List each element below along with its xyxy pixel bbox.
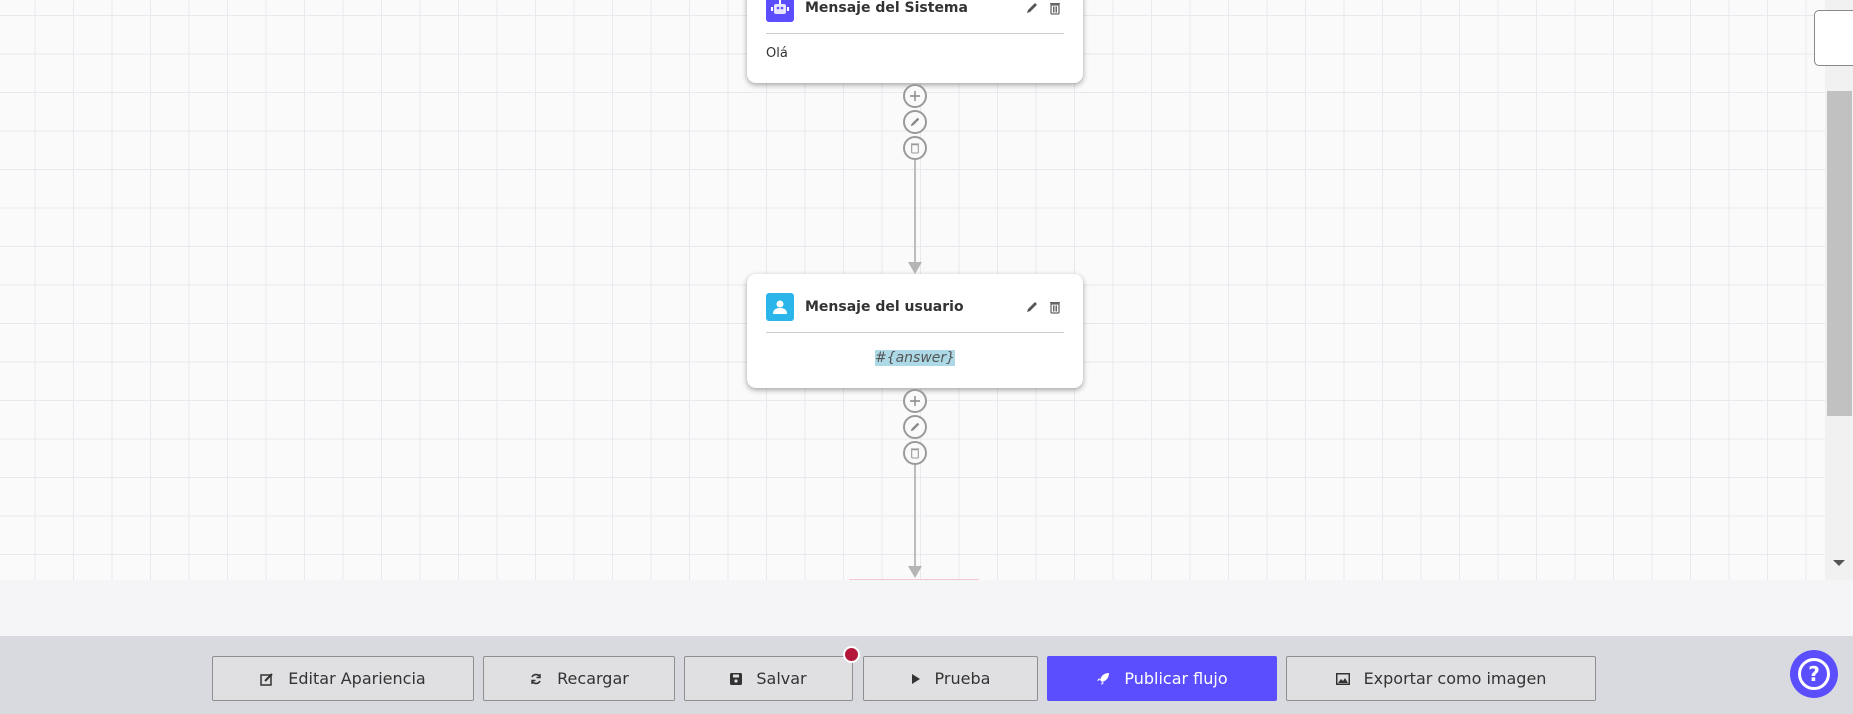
play-icon xyxy=(911,673,921,685)
unsaved-indicator-dot xyxy=(843,646,860,663)
button-label: Recargar xyxy=(557,669,629,688)
edit-connection-button[interactable] xyxy=(903,415,927,439)
save-icon xyxy=(730,672,743,685)
connector-arrow xyxy=(908,262,922,274)
edit-appearance-button[interactable]: Editar Apariencia xyxy=(212,656,474,701)
robot-icon xyxy=(766,0,794,22)
add-node-button[interactable] xyxy=(903,389,927,413)
edit-icon[interactable] xyxy=(1023,298,1041,316)
help-button[interactable]: ? xyxy=(1790,650,1838,698)
scroll-down-icon[interactable] xyxy=(1833,560,1845,566)
node-body: Olá xyxy=(766,46,788,61)
node-body: #{answer} xyxy=(874,350,956,366)
scrollbar-thumb[interactable] xyxy=(1827,91,1852,416)
test-button[interactable]: Prueba xyxy=(863,656,1038,701)
add-node-button[interactable] xyxy=(903,84,927,108)
delete-connection-button[interactable] xyxy=(903,136,927,160)
image-icon xyxy=(1335,672,1350,685)
rocket-icon xyxy=(1096,672,1110,686)
connector-line xyxy=(914,465,916,569)
node-divider xyxy=(766,33,1064,34)
node-divider xyxy=(766,332,1064,333)
button-label: Exportar como imagen xyxy=(1363,669,1547,688)
system-message-node[interactable]: Mensaje del Sistema Olá xyxy=(747,0,1083,83)
user-message-node[interactable]: Mensaje del usuario #{answer} xyxy=(747,274,1083,388)
scrollbar[interactable] xyxy=(1825,0,1853,580)
bottom-toolbar: Editar Apariencia Recargar Salvar Prueba… xyxy=(0,636,1853,714)
minimap-panel[interactable] xyxy=(1814,10,1853,66)
question-icon: ? xyxy=(1798,658,1830,690)
refresh-icon xyxy=(529,672,543,686)
trash-icon[interactable] xyxy=(1046,298,1064,316)
save-button[interactable]: Salvar xyxy=(684,656,853,701)
publish-flow-button[interactable]: Publicar flujo xyxy=(1047,656,1277,701)
edit-icon[interactable] xyxy=(1023,0,1041,17)
edit-connection-button[interactable] xyxy=(903,110,927,134)
node-title: Mensaje del Sistema xyxy=(805,0,968,16)
reload-button[interactable]: Recargar xyxy=(483,656,675,701)
next-node-edge xyxy=(849,579,979,580)
delete-connection-button[interactable] xyxy=(903,441,927,465)
flow-canvas[interactable]: Mensaje del Sistema Olá Mensaje del usua… xyxy=(0,0,1825,580)
user-icon xyxy=(766,293,794,321)
button-label: Publicar flujo xyxy=(1124,669,1228,688)
connector-line xyxy=(914,160,916,264)
export-image-button[interactable]: Exportar como imagen xyxy=(1286,656,1596,701)
connector-arrow xyxy=(908,566,922,578)
button-label: Salvar xyxy=(756,669,807,688)
edit-square-icon xyxy=(260,672,274,686)
button-label: Editar Apariencia xyxy=(288,669,426,688)
node-title: Mensaje del usuario xyxy=(805,299,964,315)
trash-icon[interactable] xyxy=(1046,0,1064,17)
button-label: Prueba xyxy=(934,669,991,688)
